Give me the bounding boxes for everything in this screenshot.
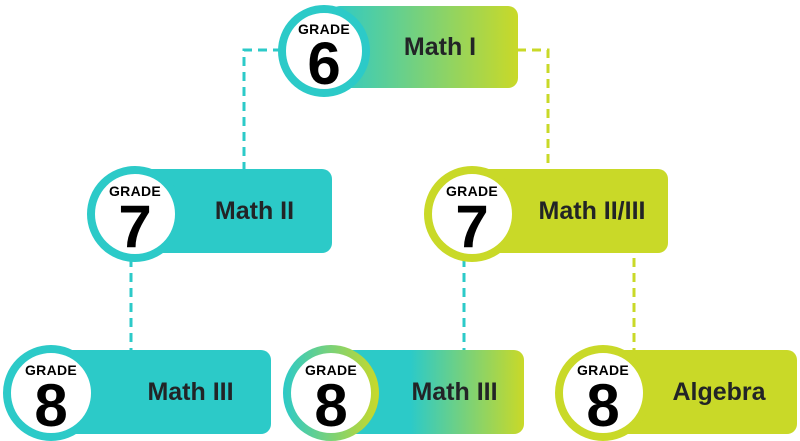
grade-badge: GRADE 7 (424, 166, 520, 262)
course-label: Algebra (672, 377, 766, 406)
grade-badge: GRADE 8 (3, 345, 99, 441)
grade-badge: GRADE 6 (278, 5, 370, 97)
grade-label: GRADE (445, 183, 499, 199)
grade-label: GRADE (24, 362, 78, 378)
course-label: Math III (411, 377, 498, 406)
course-label: Math II/III (538, 196, 646, 225)
grade-badge: GRADE 8 (283, 345, 379, 441)
grade-badge: GRADE 8 (555, 345, 651, 441)
grade-number: 7 (455, 193, 489, 260)
connector-6-to-7-left (242, 48, 282, 170)
grade-number: 7 (118, 193, 152, 260)
course-label: Math I (403, 32, 477, 61)
grade-number: 6 (307, 30, 341, 97)
grade-badge: GRADE 7 (87, 166, 183, 262)
grade-number: 8 (586, 372, 620, 439)
grade-label: GRADE (576, 362, 630, 378)
grade-label: GRADE (108, 183, 162, 199)
course-label: Math II (214, 196, 295, 225)
course-label: Math III (147, 377, 234, 406)
grade-number: 8 (314, 372, 348, 439)
grade-number: 8 (34, 372, 68, 439)
grade-label: GRADE (304, 362, 358, 378)
grade-label: GRADE (297, 21, 351, 37)
connector-6-to-7-right (517, 48, 550, 170)
